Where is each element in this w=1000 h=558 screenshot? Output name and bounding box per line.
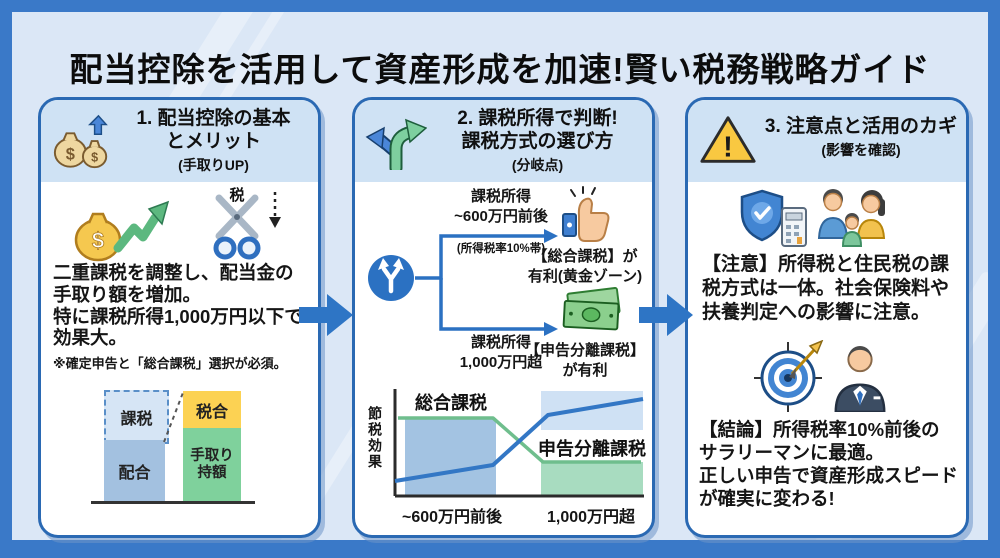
panel1-note-text: ※確定申告と「総合課税」選択が必須。 — [53, 356, 287, 371]
bar-segment-tax: 税合 — [183, 391, 241, 428]
panel3-header-text: 3. 注意点と活用のカギ (影響を確認) — [762, 116, 960, 160]
panel3-title: 3. 注意点と活用のカギ — [764, 116, 958, 137]
branch-lower-result: 【申告分離課税】 が有利 — [524, 342, 645, 380]
panel1-subtitle: (手取りUP) — [178, 156, 249, 173]
fork-arrows-icon — [365, 118, 427, 170]
family-icon — [817, 189, 886, 247]
panel-dividend-basics: $ $ 1. 配当控除の基本 とメリット (手取りUP) $ 税 — [38, 97, 321, 538]
panel-decision-branch: 2. 課税所得で判断! 課税方式の選び方 (分岐点) 課税所得 ~600万円前後… — [352, 97, 655, 538]
bar-segment-dividend: 配合 — [104, 440, 165, 501]
tax-savings-line-chart: 総合課税 申告分離課税 — [393, 389, 646, 498]
businessman-icon — [834, 345, 886, 412]
flow-arrow-1 — [299, 294, 353, 336]
panel1-title: 1. 配当控除の基本 とメリット — [136, 108, 291, 152]
caution-text: 【注意】所得税と住民税の課 税方式は一体。社会保険料や 扶養判定への影響に注意。 — [702, 254, 950, 323]
chart-x-label-1000: 1,000万円超 — [546, 509, 636, 526]
bar-segment-takehome: 手取り 持額 — [183, 428, 241, 501]
branch-upper-condition: 課税所得 ~600万円前後 — [454, 188, 548, 225]
panel2-header-text: 2. 課税所得で判断! 課税方式の選び方 (分岐点) — [429, 108, 646, 175]
chart-x-label-600: ~600万円前後 — [401, 509, 503, 526]
money-symbol-glyph: $ — [92, 228, 104, 253]
warning-mark-glyph: ! — [723, 131, 733, 163]
panel2-title: 2. 課税所得で判断! 課税方式の選び方 — [457, 108, 618, 152]
money-symbol-glyph: $ — [91, 150, 98, 164]
bar-segment-taxed: 課税 — [104, 390, 169, 444]
bar-baseline — [91, 501, 255, 504]
panel2-subtitle: (分岐点) — [511, 156, 564, 173]
series-label-bunri: 申告分離課税 — [538, 438, 646, 459]
money-symbol-glyph: $ — [66, 145, 75, 163]
conclusion-text: 【結論】所得税率10%前後の サラリーマンに最適。 正しい申告で資産形成スピード… — [699, 419, 959, 510]
chart-y-axis-label: 節税効果 — [367, 406, 383, 470]
fork-circle-icon — [368, 255, 414, 301]
money-bag-growth-icon: $ — [74, 200, 170, 262]
shield-calculator-icon — [740, 189, 807, 247]
branch-upper-condition-note: (所得税率10%帯) — [456, 243, 546, 255]
banknotes-icon — [562, 287, 621, 331]
thumbs-up-icon — [562, 186, 610, 242]
panel-cautions-key: ! 3. 注意点と活用のカギ (影響を確認) — [685, 97, 969, 538]
panel1-header-text: 1. 配当控除の基本 とメリット (手取りUP) — [115, 108, 312, 175]
panel3-header: ! 3. 注意点と活用のカギ (影響を確認) — [688, 100, 966, 182]
branch-lower-condition: 課税所得 1,000万円超 — [459, 334, 543, 371]
series-label-sogo: 総合課税 — [415, 392, 487, 413]
panel3-subtitle: (影響を確認) — [821, 141, 901, 158]
panel1-header: $ $ 1. 配当控除の基本 とメリット (手取りUP) — [41, 100, 318, 182]
bar-connector-dashed-line — [163, 389, 185, 443]
branch-upper-result: 【総合課税】が 有利(黄金ゾーン) — [527, 248, 643, 286]
page-title: 配当控除を活用して資産形成を加速!賢い税務戦略ガイド — [69, 51, 931, 89]
flow-arrow-2 — [639, 294, 693, 336]
dartboard-target-icon — [754, 340, 824, 412]
panel2-header: 2. 課税所得で判断! 課税方式の選び方 (分岐点) — [355, 100, 652, 182]
panel1-body-text: 二重課税を調整し、配当金の 手取り額を増加。 特に課税所得1,000万円以下で … — [53, 262, 303, 349]
money-bags-up-icon: $ $ — [53, 114, 108, 169]
tax-cut-scissors-icon: 税 — [213, 186, 281, 260]
warning-triangle-icon: ! — [700, 116, 756, 163]
tax-kanji-label: 税 — [229, 186, 244, 204]
